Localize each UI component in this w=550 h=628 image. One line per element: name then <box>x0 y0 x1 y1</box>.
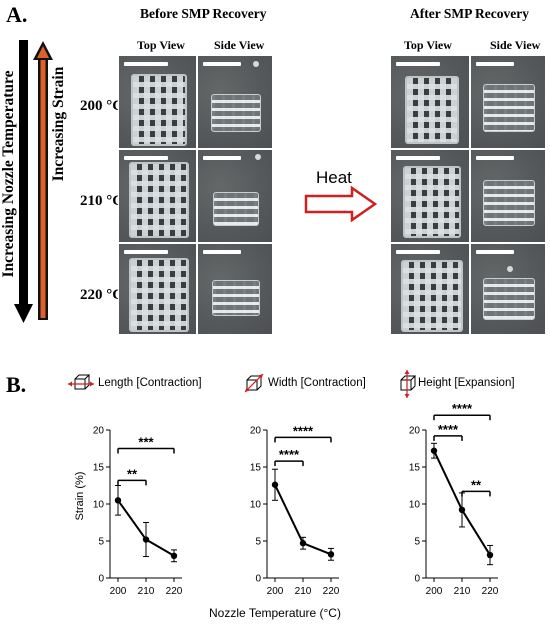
photo-after-top-220 <box>390 243 470 335</box>
significance-label: **** <box>452 401 473 416</box>
after-side-view-label: Side View <box>490 38 541 52</box>
x-tick-label: 200 <box>426 586 443 597</box>
y-tick-label: 10 <box>409 500 421 511</box>
panel-b-label: B. <box>6 372 27 397</box>
data-point <box>271 481 279 488</box>
y-tick-label: 10 <box>250 500 262 511</box>
photo-after-top-200 <box>390 55 470 149</box>
strain-label: Increasing Strain <box>50 66 67 182</box>
x-tick-label: 210 <box>454 586 471 597</box>
data-point <box>142 536 150 543</box>
y-tick-label: 5 <box>255 537 261 548</box>
y-tick-label: 20 <box>409 426 421 437</box>
data-point <box>299 540 307 547</box>
significance-bracket: **** <box>274 447 304 467</box>
significance-bracket: ** <box>461 477 491 497</box>
heat-arrow-icon <box>304 186 378 222</box>
significance-bracket: **** <box>274 423 332 443</box>
significance-label: *** <box>138 435 154 450</box>
data-point <box>170 552 178 559</box>
temp-label-200: 200 °C <box>80 98 124 114</box>
y-tick-label: 0 <box>414 574 420 585</box>
y-tick-label: 0 <box>255 574 261 585</box>
data-point <box>327 551 335 558</box>
photo-after-side-200 <box>470 55 546 149</box>
y-tick-label: 0 <box>98 574 104 585</box>
strain-arrow <box>33 41 53 320</box>
photo-after-side-210 <box>470 149 546 243</box>
significance-label: ** <box>127 466 138 481</box>
plot-title-height: Height [Expansion] <box>418 377 515 389</box>
x-tick-label: 200 <box>110 586 127 597</box>
photo-before-side-200 <box>197 55 273 149</box>
plot-width: 0 5 10 15 20 200 210 220 **** **** <box>250 423 340 597</box>
x-tick-label: 220 <box>482 586 499 597</box>
y-tick-label: 15 <box>250 463 262 474</box>
y-tick-label: 10 <box>93 500 105 511</box>
plot-title-length: Length [Contraction] <box>98 377 202 389</box>
height-cube-icon <box>400 370 417 398</box>
before-side-view-label: Side View <box>214 38 265 52</box>
width-cube-icon <box>244 373 264 393</box>
significance-bracket: **** <box>433 401 491 421</box>
photo-before-top-200 <box>118 55 197 149</box>
photo-before-side-220 <box>197 243 273 335</box>
temp-label-210: 210 °C <box>80 193 124 209</box>
y-axis-title: Strain (%) <box>74 471 86 521</box>
significance-bracket: *** <box>117 435 175 454</box>
photo-after-side-220 <box>470 243 546 335</box>
y-tick-label: 5 <box>414 537 420 548</box>
y-tick-label: 20 <box>93 426 105 437</box>
data-point <box>458 506 466 514</box>
data-point <box>114 497 122 504</box>
photo-before-side-210 <box>197 149 273 243</box>
photo-after-top-210 <box>390 149 470 243</box>
after-top-view-label: Top View <box>404 38 452 52</box>
y-tick-label: 15 <box>93 463 105 474</box>
y-tick-label: 15 <box>409 463 421 474</box>
heat-label: Heat <box>316 168 352 187</box>
significance-bracket: **** <box>433 422 463 441</box>
photo-before-top-220 <box>118 243 197 335</box>
x-axis-title: Nozzle Temperature (°C) <box>209 606 341 620</box>
panel-a-label: A. <box>6 2 28 27</box>
length-cube-icon <box>68 374 94 390</box>
y-tick-label: 20 <box>250 426 262 437</box>
x-tick-label: 220 <box>166 586 183 597</box>
before-recovery-title: Before SMP Recovery <box>140 6 267 21</box>
nozzle-temperature-arrow <box>14 40 33 323</box>
after-recovery-title: After SMP Recovery <box>410 6 529 21</box>
x-tick-label: 210 <box>138 586 155 597</box>
significance-label: **** <box>293 423 314 438</box>
significance-label: **** <box>438 422 459 437</box>
x-tick-label: 200 <box>267 586 284 597</box>
y-tick-label: 5 <box>98 537 104 548</box>
before-top-view-label: Top View <box>137 38 185 52</box>
data-point <box>486 551 494 559</box>
x-tick-label: 210 <box>295 586 312 597</box>
photo-before-top-210 <box>118 149 197 243</box>
vertical-arrows <box>14 40 53 323</box>
significance-label: ** <box>471 477 482 492</box>
significance-bracket: ** <box>117 466 147 486</box>
temp-label-220: 220 °C <box>80 287 124 303</box>
nozzle-temperature-label: Increasing Nozzle Temperature <box>0 70 17 278</box>
data-point <box>430 447 438 454</box>
x-tick-label: 220 <box>323 586 340 597</box>
significance-label: **** <box>279 447 300 462</box>
plot-title-width: Width [Contraction] <box>268 377 366 389</box>
